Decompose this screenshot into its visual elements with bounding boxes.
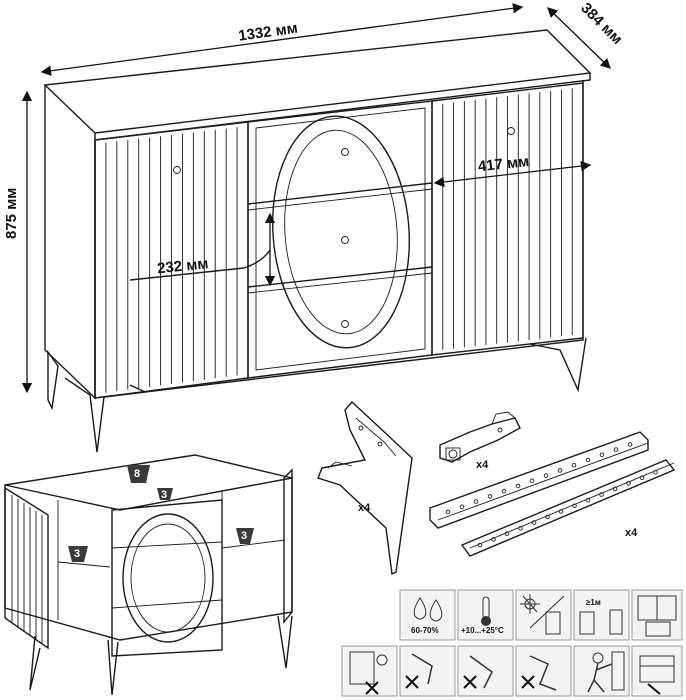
door-knob	[507, 127, 515, 135]
drawer-slide-hardware: x4	[429, 431, 676, 557]
slide-hole	[529, 478, 535, 484]
slide-hole	[627, 442, 633, 447]
slide-hole	[571, 462, 577, 468]
depth-label: 384 мм	[577, 0, 625, 48]
left-door	[94, 121, 249, 399]
svg-text:3: 3	[74, 548, 80, 560]
center-drawer-module	[247, 100, 433, 379]
slide-hole	[612, 486, 618, 492]
drawer-height-label: 232 мм	[156, 255, 209, 277]
drawer-knob	[341, 236, 349, 244]
drawer-knob	[341, 148, 349, 156]
hinges-quantity: x4	[476, 459, 489, 471]
slide-hole	[518, 525, 523, 531]
slide-hole	[585, 497, 591, 503]
assembly-icon	[631, 645, 683, 697]
slide-hole	[626, 481, 631, 486]
right-door	[431, 82, 584, 356]
slide-hole	[599, 452, 605, 458]
svg-text:3: 3	[241, 530, 247, 542]
care-icons: 60-70% +10...+25°C ≥1м	[341, 589, 683, 697]
svg-text:≥1м: ≥1м	[586, 598, 601, 607]
slide-hole	[545, 514, 550, 520]
sideboard-main-view	[43, 29, 592, 453]
legs-quantity: x4	[358, 502, 371, 514]
slides-quantity: x4	[625, 527, 638, 539]
legs	[47, 337, 587, 453]
weight-badge-inner: 3	[157, 488, 173, 501]
heater-distance-icon: ≥1м	[573, 589, 630, 641]
leg-hardware: x4	[317, 400, 413, 576]
sunlight-icon	[515, 589, 572, 641]
anti-tip-icon	[573, 645, 630, 697]
height-label: 875 мм	[3, 188, 20, 239]
svg-text:60-70%: 60-70%	[411, 626, 439, 635]
load-diagram-view: 8 3 3 3	[4, 454, 293, 696]
no-hanging-icon	[341, 645, 398, 697]
door-knob	[173, 166, 181, 174]
slide-hole	[445, 509, 451, 515]
slide-hole	[557, 468, 563, 473]
drawer-knob	[341, 320, 349, 328]
weight-badge-top: 8	[127, 465, 150, 483]
slide-hole	[515, 483, 521, 489]
slide-hole	[543, 473, 549, 478]
slide-hole	[477, 542, 483, 548]
slide-hole	[572, 503, 577, 509]
slide-hole	[613, 447, 619, 452]
window-icon	[631, 589, 683, 641]
weight-badge-right-shelf: 3	[236, 528, 254, 544]
svg-text:8: 8	[134, 468, 140, 480]
svg-text:+10...+25°C: +10...+25°C	[461, 626, 504, 635]
slide-hole	[558, 509, 564, 514]
slide-hole	[585, 457, 591, 463]
slide-hole	[504, 531, 510, 537]
dimension-lines: 1332 мм 384 мм 875 мм 232 мм 417 мм	[3, 0, 626, 394]
slide-hole	[491, 537, 496, 542]
slide-hole	[501, 488, 507, 494]
no-sitting-icon	[399, 645, 456, 697]
slide-hole	[599, 492, 604, 497]
slide-hole	[531, 520, 537, 525]
slide-hole	[653, 469, 658, 475]
humidity-icon: 60-70%	[399, 589, 456, 641]
thermometer-icon: +10...+25°C	[457, 589, 514, 641]
hinge-hardware: x4	[439, 411, 521, 471]
slide-hole	[473, 499, 479, 504]
slide-hole	[459, 504, 465, 510]
weight-badge-left-shelf: 3	[68, 546, 88, 562]
slide-hole	[639, 475, 645, 481]
svg-text:3: 3	[161, 489, 167, 501]
no-climbing-icon	[515, 645, 572, 697]
drawer-width-label: 417 мм	[477, 153, 530, 175]
no-pulling-icon	[457, 645, 514, 697]
slide-hole	[487, 494, 493, 499]
